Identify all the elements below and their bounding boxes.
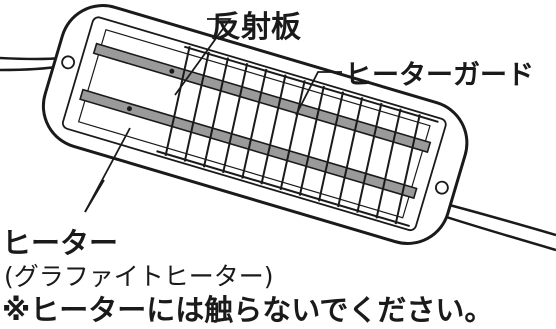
- warning-text: ※ヒーターには触らないでください。: [2, 293, 494, 327]
- leader-heater-guard: [295, 71, 342, 116]
- element-dot-lower: [126, 106, 132, 112]
- reflector-label: 反射板: [211, 10, 301, 45]
- heater-guard: [156, 45, 439, 228]
- screw-hole-right: [434, 180, 449, 195]
- screw-hole-left: [61, 55, 76, 70]
- element-dot-upper: [169, 68, 175, 74]
- heater-label: ヒーター: [2, 226, 119, 260]
- leader-reflector: [174, 18, 232, 96]
- leader-heater-b: [84, 179, 105, 213]
- heater-guard-label: ヒーターガード: [345, 60, 534, 91]
- heater-type-label: (グラファイトヒーター): [4, 262, 274, 291]
- heater-element-upper: [92, 42, 432, 154]
- heater-element-lower: [79, 88, 418, 200]
